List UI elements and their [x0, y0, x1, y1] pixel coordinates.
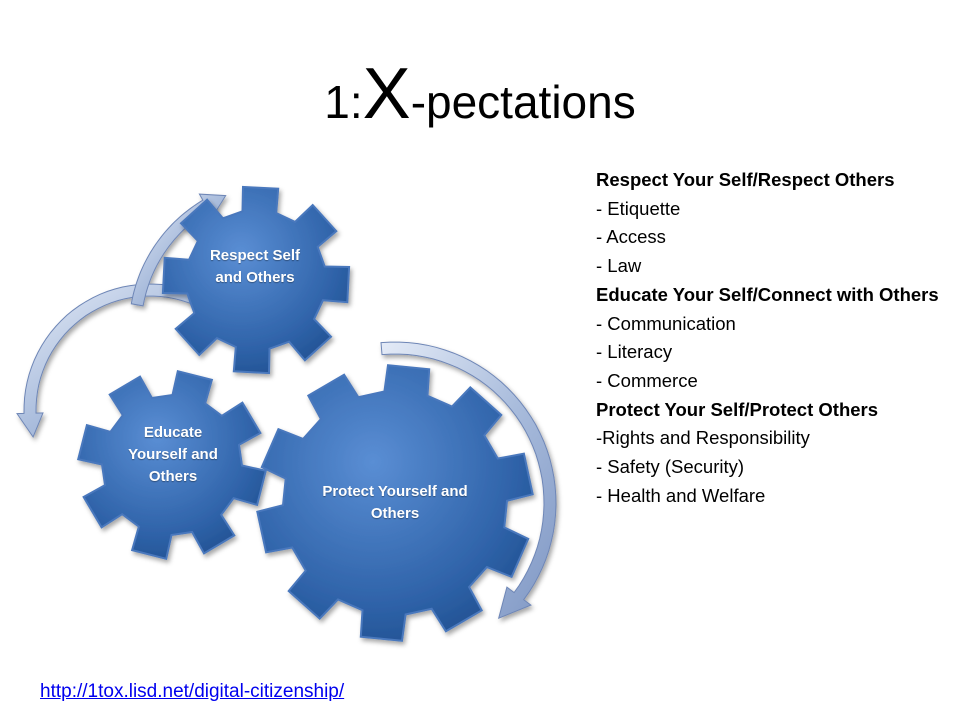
topic-heading: Respect Your Self/Respect Others: [596, 169, 895, 190]
gear-respect: [161, 185, 351, 375]
gear-protect-label: Protect Yourself and Others: [322, 483, 468, 522]
cycle-arrow-right: [380, 341, 557, 620]
topic-item: - Health and Welfare: [596, 484, 766, 506]
gear-educate-label: Educate Yourself and Others: [128, 424, 218, 485]
topic-item: - Access: [596, 226, 666, 248]
topic-item: - Safety (Security): [596, 456, 745, 478]
cycle-arrow-top: [130, 193, 227, 307]
gear-protect: [256, 364, 534, 642]
topic-item: - Commerce: [596, 369, 698, 391]
source-link[interactable]: http://1tox.lisd.net/digital-citizenship…: [40, 681, 345, 702]
slide-title: 1:X-pectations: [324, 54, 636, 134]
gear-educate: [76, 369, 268, 561]
topic-list: Respect Your Self/Respect Others - Etique…: [596, 166, 946, 510]
topic-item: - Literacy: [596, 341, 673, 363]
gear-respect-label: Respect Self and Others: [209, 247, 301, 286]
cycle-arrow-left: [16, 283, 251, 439]
topic-heading: Protect Your Self/Protect Others: [596, 398, 879, 420]
topic-item: - Communication: [596, 312, 736, 334]
topic-item: -Rights and Responsibility: [596, 427, 810, 449]
topic-heading: Educate Your Self/Connect with Others: [596, 283, 939, 305]
topic-item: - Law: [596, 255, 642, 277]
topic-item: - Etiquette: [596, 197, 681, 219]
